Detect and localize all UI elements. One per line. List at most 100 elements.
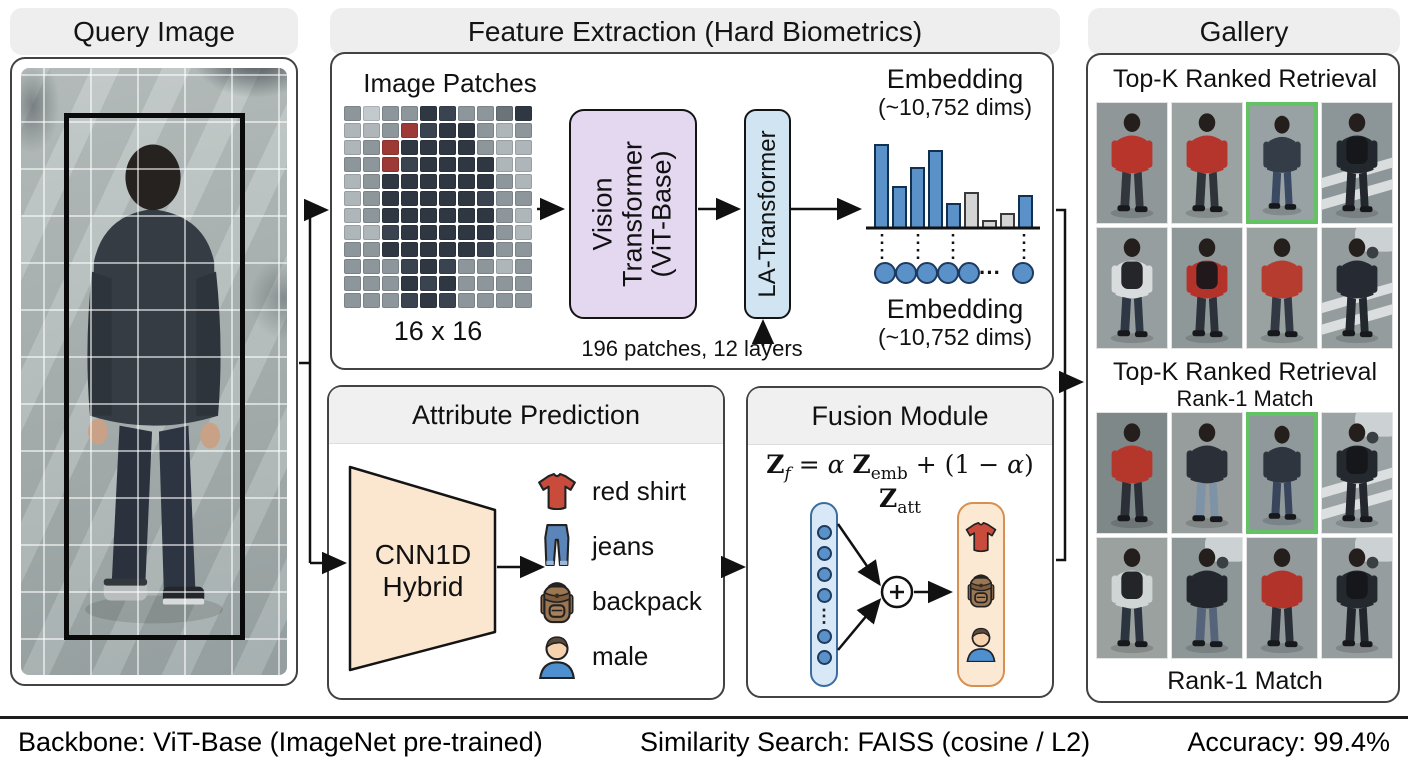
feature-panel-header: Feature Extraction (Hard Biometrics): [330, 8, 1060, 55]
image-patch-tile: [401, 191, 418, 206]
image-patch-tile: [496, 276, 513, 291]
footer-accuracy: Accuracy: 99.4%: [1187, 727, 1390, 757]
footer-similarity: Similarity Search: FAISS (cosine / L2): [640, 727, 1091, 757]
image-patch-tile: [363, 140, 380, 155]
image-patch-tile: [382, 259, 399, 274]
gallery-title: Gallery: [1199, 15, 1289, 47]
cnn-label: CNN1D Hybrid: [374, 539, 472, 603]
gallery-match-tile: [1246, 412, 1318, 534]
gallery-tile: [1321, 102, 1393, 224]
image-patch-tile: [344, 174, 361, 189]
image-patch-tile: [344, 106, 361, 121]
embedding-title-bottom: Embedding: [886, 294, 1024, 324]
image-patch-tile: [363, 276, 380, 291]
image-patch-tile: [477, 242, 494, 257]
image-patch-tile: [401, 123, 418, 138]
image-patch-tile: [515, 259, 532, 274]
image-patch-tile: [458, 157, 475, 172]
image-patch-tile: [420, 157, 437, 172]
image-patch-tile: [344, 293, 361, 308]
image-patch-tile: [458, 123, 475, 138]
image-patch-tile: [496, 174, 513, 189]
image-patch-tile: [458, 140, 475, 155]
image-patch-tile: [363, 242, 380, 257]
image-patch-tile: [439, 259, 456, 274]
embedding-title-top: Embedding: [886, 64, 1024, 94]
image-patch-tile: [363, 106, 380, 121]
image-patch-tile: [382, 225, 399, 240]
formula-z-f: Z: [766, 450, 785, 479]
gallery-tile: [1096, 412, 1168, 534]
image-patch-tile: [477, 225, 494, 240]
image-patch-tile: [477, 259, 494, 274]
vector-dot: [816, 524, 832, 540]
image-patch-tile: [477, 123, 494, 138]
gallery-tile: [1321, 227, 1393, 349]
person-icon: [534, 634, 580, 679]
image-patch-tile: [420, 106, 437, 121]
image-patch-tile: [363, 208, 380, 223]
attribute-label: jeans: [592, 531, 655, 561]
image-patch-tile: [420, 208, 437, 223]
image-patch-tile: [515, 174, 532, 189]
image-patch-tile: [363, 157, 380, 172]
image-patch-tile: [420, 174, 437, 189]
image-patch-tile: [439, 157, 456, 172]
image-patch-tile: [458, 225, 475, 240]
image-patch-tile: [496, 225, 513, 240]
gallery-tile: [1096, 227, 1168, 349]
image-patch-tile: [401, 225, 418, 240]
image-patch-tile: [439, 293, 456, 308]
footer-backbone: Backbone: ViT-Base (ImageNet pre-trained…: [18, 727, 543, 757]
attribute-row: male: [534, 630, 702, 683]
image-patch-tile: [477, 191, 494, 206]
topk-label-2: Top-K Ranked Retrieval: [1112, 358, 1377, 386]
image-patch-tile: [496, 140, 513, 155]
image-patch-tile: [458, 293, 475, 308]
vector-dot: [816, 587, 832, 603]
gallery-tile: [1171, 102, 1243, 224]
image-patch-tile: [420, 293, 437, 308]
attribute-panel-header: Attribute Prediction: [329, 387, 723, 444]
gallery-tile: [1171, 227, 1243, 349]
image-patch-tile: [382, 157, 399, 172]
gallery-tile: [1321, 412, 1393, 534]
vector-dot: [816, 566, 832, 582]
fusion-title: Fusion Module: [811, 400, 989, 431]
gallery-tile: [1096, 102, 1168, 224]
image-patches-label: Image Patches: [363, 68, 537, 98]
gallery-tile: [1096, 537, 1168, 659]
image-patch-tile: [344, 157, 361, 172]
rank1-label-bottom: Rank-1 Match: [1167, 667, 1323, 695]
image-patch-tile: [420, 191, 437, 206]
attribute-row: jeans: [534, 520, 702, 573]
la-transformer-box: LA-Transformer: [744, 109, 791, 319]
image-patch-tile: [496, 242, 513, 257]
image-patch-tile: [382, 106, 399, 121]
image-patch-tile: [363, 225, 380, 240]
image-patch-tile: [344, 242, 361, 257]
image-patch-tile: [477, 106, 494, 121]
vector-dot: [816, 545, 832, 561]
image-patch-tile: [496, 208, 513, 223]
image-patch-tile: [439, 208, 456, 223]
image-patch-tile: [477, 208, 494, 223]
image-patch-tile: [439, 191, 456, 206]
image-patch-tile: [344, 276, 361, 291]
gallery-panel-header: Gallery: [1088, 8, 1400, 55]
image-patch-tile: [458, 106, 475, 121]
image-patch-tile: [496, 157, 513, 172]
image-patch-tile: [363, 123, 380, 138]
attribute-row: red shirt: [534, 465, 702, 518]
image-patch-tile: [344, 191, 361, 206]
image-patch-tile: [496, 259, 513, 274]
vector-ellipsis: ⋮: [815, 605, 833, 626]
feature-title: Feature Extraction (Hard Biometrics): [467, 15, 923, 47]
image-patch-tile: [401, 140, 418, 155]
query-surveillance-photo: [21, 68, 287, 675]
vit-label: Vision Transformer (ViT-Base): [587, 140, 677, 288]
attribute-label: backpack: [592, 586, 702, 616]
formula-alpha: α: [827, 450, 845, 479]
image-patch-tile: [401, 106, 418, 121]
